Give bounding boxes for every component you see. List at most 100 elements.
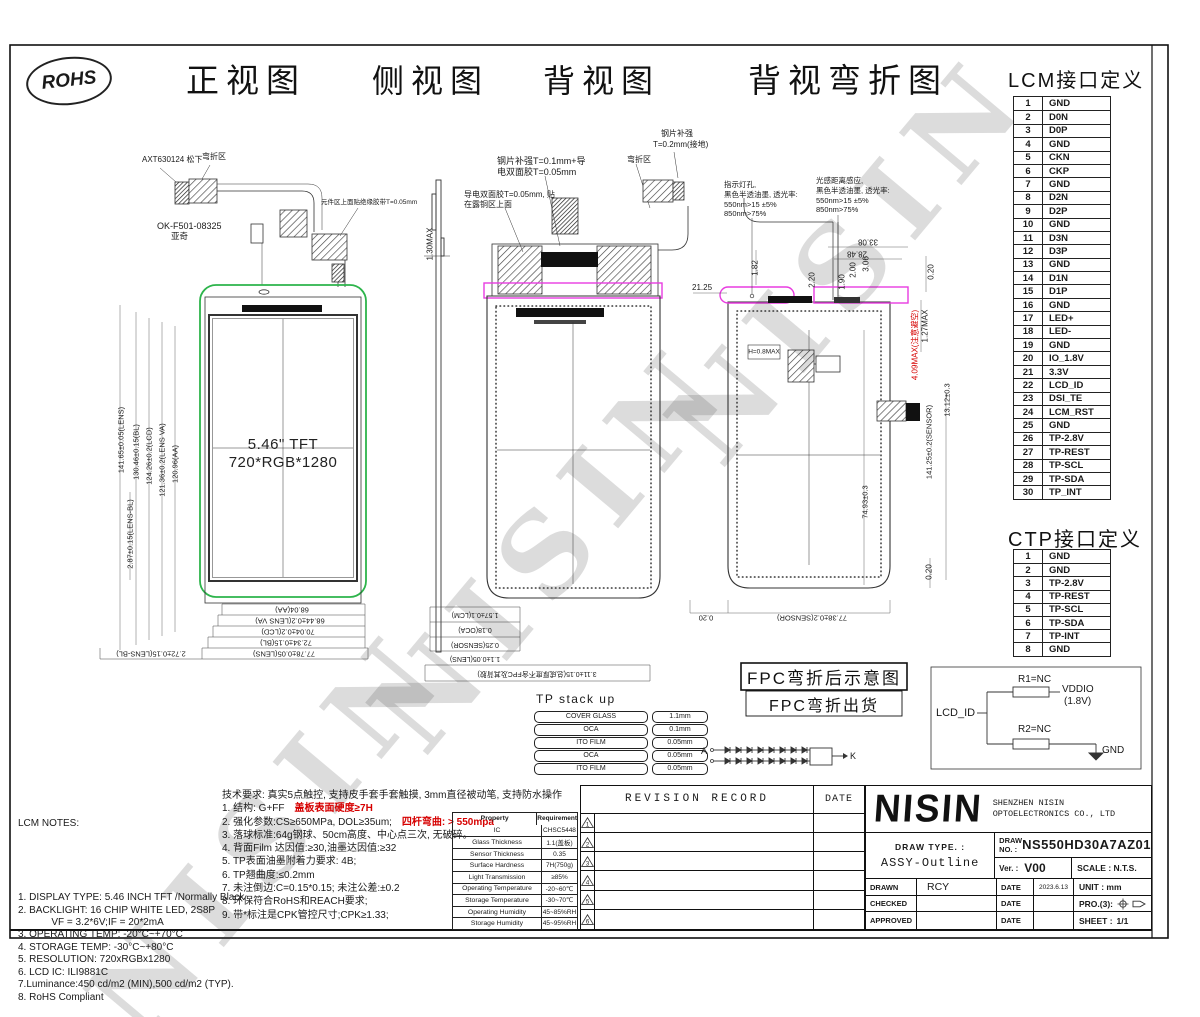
lcm-notes: LCM NOTES: 1. DISPLAY TYPE: 5.46 INCH TF… <box>18 793 244 1017</box>
dim-stack-sensor: 0.25(SENSOR) <box>451 641 499 649</box>
circuit-gnd-label: GND <box>1102 745 1125 756</box>
lcm-pin-row: 22 LCD_ID <box>1014 378 1110 392</box>
ctp-pin-row: 3 TP-2.8V <box>1014 576 1110 590</box>
pin-number: 19 <box>1014 339 1043 352</box>
version-label: Ver. : <box>999 863 1019 873</box>
property-header-row: Property Requirement <box>453 813 577 825</box>
dim-side-thickness: 1.30MAX <box>425 227 435 261</box>
back-bend-zone-label: 弯折区 <box>627 155 651 164</box>
pin-number: 14 <box>1014 272 1043 285</box>
lcm-pin-row: 17 LED+ <box>1014 311 1110 325</box>
screen-resolution-label: 720*RGB*1280 <box>228 454 338 471</box>
title-block-mid: DRAW TYPE. : ASSY-Outline DRAW NO. : NS5… <box>866 832 1151 880</box>
pin-number: 7 <box>1014 630 1043 643</box>
company-line-1: SHENZHEN NISIN <box>992 797 1065 808</box>
version-value: V00 <box>1024 861 1046 875</box>
tech-heading: 技术要求: 真实5点触控, 支持皮手套手套触摸, 3mm直径被动笔, 支持防水操… <box>222 790 563 801</box>
drawn-row: DRAWN RCY DATE 2023.6.13 UNIT : mm <box>866 879 1151 897</box>
pin-name: TP-INT <box>1049 630 1080 642</box>
lcm-pin-row: 10 GND <box>1014 217 1110 231</box>
property-row: Surface Hardness 7H(750g) <box>453 859 577 871</box>
revision-triangle-icon: 1 <box>581 813 595 832</box>
lcm-note-line: 5. RESOLUTION: 720xRGBx1280 <box>18 954 171 966</box>
tech-item: 9. 带*标注是CPK管控尺寸;CPK≥1.33; <box>222 909 562 922</box>
dim-2-00: 2.00 <box>848 262 858 278</box>
approved-row: APPROVED DATE SHEET : 1/1 <box>866 912 1151 929</box>
date-value <box>1033 896 1073 912</box>
pin-name: TP-SDA <box>1049 473 1085 485</box>
svg-text:4: 4 <box>586 880 590 886</box>
pin-name: GND <box>1049 643 1071 655</box>
pin-number: 13 <box>1014 258 1043 272</box>
lcm-pin-row: 11 D3N <box>1014 230 1110 245</box>
pin-name: GND <box>1049 259 1071 271</box>
pin-name: TP-SCL <box>1049 604 1084 616</box>
property-header: Property <box>453 813 538 825</box>
checked-row: CHECKED DATE PRO.(3): <box>866 896 1151 913</box>
tp-layer: ITO FILM <box>534 737 648 749</box>
sheet-value: 1/1 <box>1116 915 1129 926</box>
drawn-label: DRAWN <box>870 882 899 892</box>
date-value <box>1033 912 1073 929</box>
property-row: Operating Temperature -20~60℃ <box>453 882 577 895</box>
tech-requirements: 技术要求: 真实5点触控, 支持皮手套手套触摸, 3mm直径被动笔, 支持防水操… <box>222 789 562 922</box>
property-value: 45~95%RH <box>542 920 577 928</box>
property-name: Storage Temperature <box>453 895 542 906</box>
lcm-pin-row: 30 TP_INT <box>1014 485 1110 499</box>
ctp-interface-title: CTP接口定义 <box>1008 529 1142 551</box>
svg-text:6: 6 <box>586 919 590 925</box>
front-connector-label: AXT630124 松下 <box>142 155 203 164</box>
dim-bl-height: 130.46±0.15(BL) <box>131 424 141 480</box>
pin-number: 27 <box>1014 446 1043 459</box>
led-diode-icons <box>710 746 848 766</box>
lcm-pin-row: 1 GND <box>1014 97 1110 111</box>
back-steel-note-2: 电双面胶T=0.05mm <box>497 167 577 177</box>
lcm-pin-row: 26 TP-2.8V <box>1014 431 1110 446</box>
pin-number: 2 <box>1014 564 1043 577</box>
ctp-pin-row: 6 TP-SDA <box>1014 615 1110 630</box>
pin-name: D2P <box>1049 205 1068 217</box>
tp-stack-row: ITO FILM 0.05mm <box>534 737 708 749</box>
tech-item: 7. 未注倒边:C=0.15*0.15; 未注公差:±0.2 <box>222 882 562 895</box>
led-cathode-label: K <box>850 751 857 761</box>
pin-number: 22 <box>1014 379 1043 392</box>
lcm-pin-row: 29 TP-SDA <box>1014 471 1110 486</box>
pin-name: D3P <box>1049 245 1068 257</box>
pin-name: IO_1.8V <box>1049 353 1084 365</box>
pin-name: TP-2.8V <box>1049 433 1084 445</box>
dim-sensor-width: 77.38±0.2(SENSOR) <box>777 613 847 623</box>
property-value: 0.35 <box>553 850 566 858</box>
ctp-pin-row: 4 TP-REST <box>1014 589 1110 603</box>
dim-lensva-width: 68.44±0.2(LENS VA) <box>255 616 325 626</box>
title-block-logo-row: NISIN SHENZHEN NISIN OPTOELECTRONICS CO.… <box>866 786 1151 833</box>
back-steel2-note-2: T=0.2mm(接地) <box>653 140 709 149</box>
title-block: NISIN SHENZHEN NISIN OPTOELECTRONICS CO.… <box>865 785 1152 930</box>
tp-thickness: 0.05mm <box>652 763 708 775</box>
ground-icon <box>1087 752 1105 761</box>
note-line: 光感距离感应, <box>816 176 864 185</box>
tp-layer: OCA <box>534 724 648 736</box>
tech-item: 5. TP表面油墨附着力要求: 4B; <box>222 855 562 868</box>
note-line: 850nm>75% <box>816 205 859 215</box>
circuit-r2-label: R2=NC <box>1018 724 1052 735</box>
lcm-note-line: 1. DISPLAY TYPE: 5.46 INCH TFT /Normally… <box>18 892 245 904</box>
dim-lensva-height: 121.36±0.2(LENS VA) <box>157 423 167 497</box>
tp-stack-row: OCA 0.1mm <box>534 724 708 736</box>
svg-text:1: 1 <box>586 822 590 828</box>
pin-number: 23 <box>1014 392 1043 405</box>
pin-number: 12 <box>1014 245 1043 258</box>
tp-thickness: 1.1mm <box>652 711 708 723</box>
tp-thickness: 0.05mm <box>652 750 708 762</box>
pro-label: PRO.(3): <box>1079 898 1113 909</box>
revision-title: REVISION RECORD <box>624 793 770 806</box>
projection-symbol-icon <box>1117 898 1146 910</box>
tech-item: 4. 背面Film 达因值:≥30,油墨达因值:≥32 <box>222 842 562 855</box>
property-row: Light Transmission ≥85% <box>453 870 577 883</box>
tp-layer: OCA <box>534 750 648 762</box>
pin-number: 15 <box>1014 285 1043 298</box>
lcm-pin-row: 23 DSI_TE <box>1014 391 1110 405</box>
lcm-pin-row: 19 GND <box>1014 338 1110 352</box>
pin-name: CKP <box>1049 165 1070 177</box>
pin-number: 9 <box>1014 205 1043 218</box>
